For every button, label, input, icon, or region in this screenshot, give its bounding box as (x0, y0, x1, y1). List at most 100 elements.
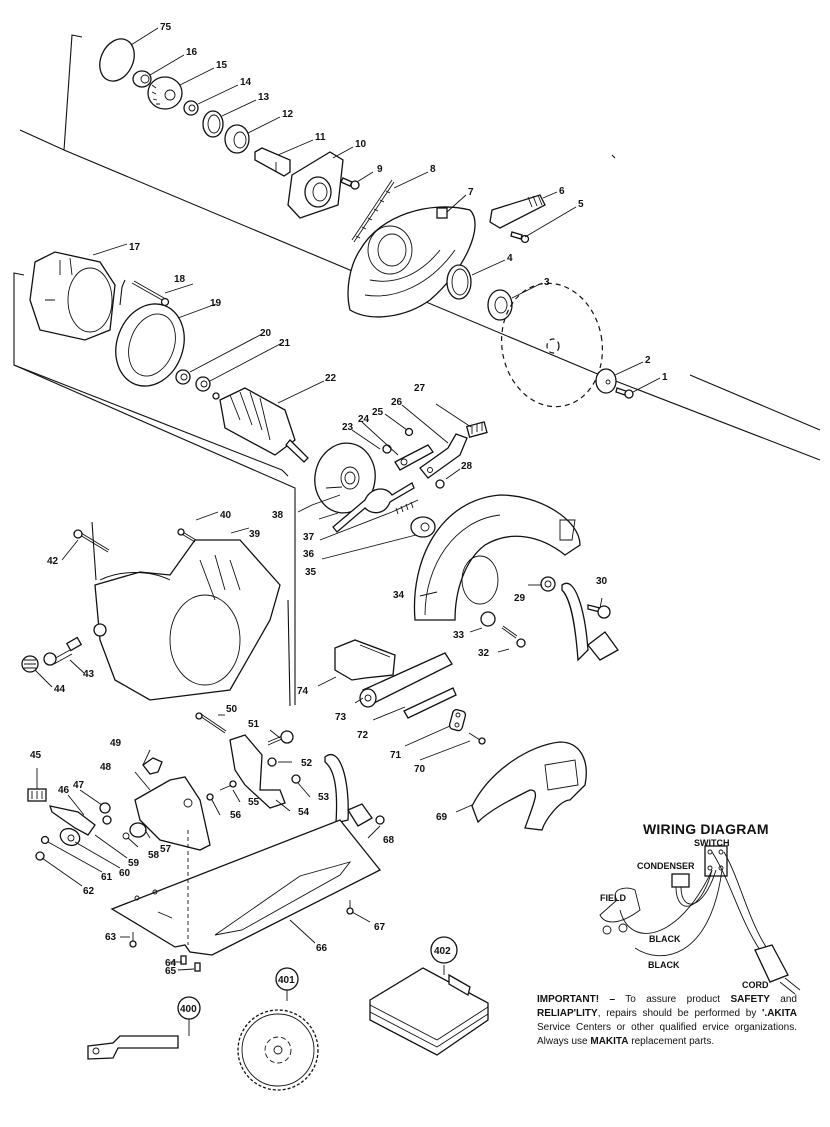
part-21-washer (195, 376, 211, 392)
label-29: 29 (514, 593, 526, 604)
part-40-screw (177, 528, 197, 543)
part-49-knob (142, 757, 163, 775)
part-60-plate (59, 827, 81, 847)
part-3-flange (487, 289, 513, 321)
part-28-washer (435, 479, 445, 489)
part-19-baffle (115, 303, 185, 387)
notice-lead: IMPORTANT! – (537, 994, 616, 1005)
wiring-diagram-drawing (599, 845, 801, 995)
label-60: 60 (119, 868, 131, 879)
part-56-screw (206, 793, 214, 801)
part-64-pin (180, 955, 187, 965)
label-18: 18 (174, 274, 186, 285)
notice-reliability: RELIAP'LITY (537, 1008, 598, 1019)
part-48-depth-guide (134, 776, 211, 851)
part-number-labels: 75 16 15 14 13 12 11 10 9 8 7 6 5 4 3 2 … (30, 22, 668, 977)
part-53-screw (291, 774, 301, 784)
part-8-spring (351, 179, 395, 243)
label-17: 17 (129, 242, 141, 253)
label-69: 69 (436, 812, 448, 823)
label-74: 74 (297, 686, 309, 697)
part-42-screw (73, 529, 110, 553)
part-52-nut (267, 757, 277, 767)
label-73: 73 (335, 712, 347, 723)
part-32-screw (501, 625, 526, 648)
label-49: 49 (110, 738, 122, 749)
label-45: 45 (30, 750, 42, 761)
part-59-washer (102, 815, 112, 825)
part-37-shaft-lock (332, 482, 415, 533)
label-25: 25 (372, 407, 384, 418)
part-5-screw (510, 231, 530, 244)
label-51: 51 (248, 719, 260, 730)
label-63: 63 (105, 932, 117, 943)
part-75-oring (99, 38, 135, 82)
part-33-collar (480, 611, 496, 627)
accessory-labels: 400 401 402 (177, 936, 458, 1020)
part-63-screw (129, 932, 137, 948)
notice-text-4: Service Centers or other qualified ervic… (537, 1022, 797, 1047)
saw-blade-dashed (500, 282, 604, 408)
part-4-ring (446, 264, 472, 300)
label-47: 47 (73, 780, 85, 791)
label-400: 400 (180, 1004, 197, 1015)
wiring-label-switch: SWITCH (694, 838, 730, 848)
wiring-label-black-2: BLACK (648, 960, 680, 970)
part-67-screw (346, 900, 354, 915)
part-23-nut (382, 444, 392, 454)
label-20: 20 (260, 328, 272, 339)
label-59: 59 (128, 858, 140, 869)
label-66: 66 (316, 943, 328, 954)
label-53: 53 (318, 792, 330, 803)
label-8: 8 (430, 164, 436, 175)
label-21: 21 (279, 338, 291, 349)
label-65: 65 (165, 966, 177, 977)
label-10: 10 (355, 139, 367, 150)
label-50: 50 (226, 704, 238, 715)
label-3: 3 (544, 277, 550, 288)
label-2: 2 (645, 355, 651, 366)
label-57: 57 (160, 844, 172, 855)
label-7: 7 (468, 187, 474, 198)
label-56: 56 (230, 810, 242, 821)
part-1-bolt (615, 387, 634, 399)
notice-safety: SAFETY (730, 994, 770, 1005)
label-64: 64 (165, 958, 177, 969)
label-34: 34 (393, 590, 405, 601)
part-68-angle-arm (324, 754, 385, 827)
accessory-400-wrench (87, 1035, 179, 1060)
label-26: 26 (391, 397, 403, 408)
condenser-box (671, 873, 690, 888)
part-51-bolt (267, 730, 294, 746)
important-notice: IMPORTANT! – To assure product SAFETY an… (537, 993, 797, 1049)
part-65-pin (194, 962, 201, 972)
part-43-brush (43, 636, 83, 666)
part-47-washer (99, 802, 111, 814)
part-6-lever (489, 194, 546, 229)
part-73-tube (359, 652, 453, 708)
label-14: 14 (240, 77, 252, 88)
label-62: 62 (83, 886, 95, 897)
wiring-label-field: FIELD (600, 893, 626, 903)
label-39: 39 (249, 529, 261, 540)
label-55: 55 (248, 797, 260, 808)
label-402: 402 (434, 946, 451, 957)
part-9-screw (340, 177, 360, 190)
part-24-plate (394, 444, 434, 471)
part-18-screw (131, 280, 170, 307)
part-10-bearing-box (287, 151, 344, 219)
part-29-washer (540, 576, 556, 592)
part-36-spring (391, 499, 419, 515)
wiring-label-condenser: CONDENSER (637, 861, 695, 871)
part-66-base-plate (110, 819, 382, 956)
part-16-bearing (132, 70, 152, 88)
part-17-motor-housing (29, 251, 116, 341)
label-33: 33 (453, 630, 465, 641)
part-58-spring (122, 832, 130, 840)
label-1: 1 (662, 372, 668, 383)
part-7-blade-case (347, 206, 476, 318)
label-67: 67 (374, 922, 386, 933)
label-37: 37 (303, 532, 315, 543)
label-30: 30 (596, 576, 608, 587)
